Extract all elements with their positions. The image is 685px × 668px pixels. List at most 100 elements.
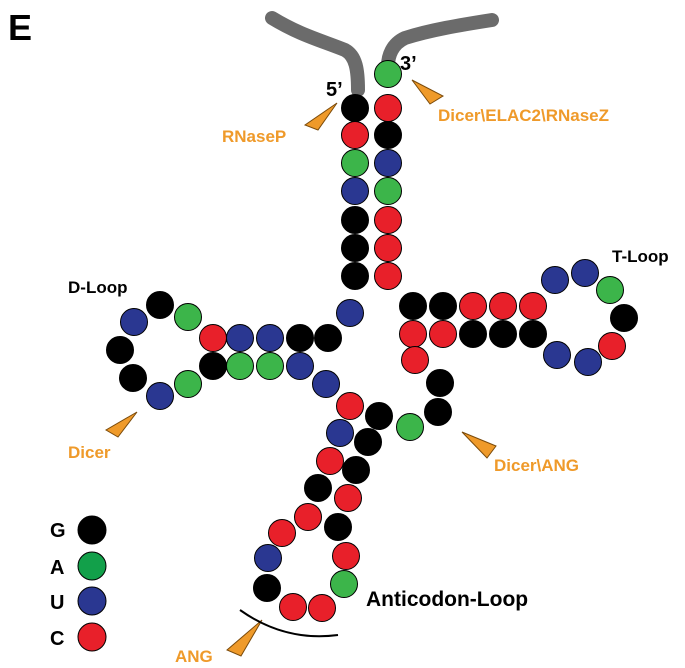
- dicer-elac2-rnasez-label: Dicer\ELAC2\RNaseZ: [438, 106, 609, 125]
- d-arm-nt: [119, 364, 147, 392]
- t-arm-nt: [429, 292, 457, 320]
- t-arm-nt: [429, 320, 457, 348]
- d-arm-nt: [286, 324, 314, 352]
- anticodon-arm-nt: [308, 594, 336, 622]
- legend-dot-a: [77, 551, 107, 581]
- d-arm-nt: [174, 370, 202, 398]
- t-arm-nt: [399, 292, 427, 320]
- acceptor-right-nt: [374, 149, 402, 177]
- dicer-label: Dicer: [68, 443, 111, 462]
- rnasep-label: RNaseP: [222, 127, 286, 146]
- anticodon-arm-nt: [316, 447, 344, 475]
- acceptor-left-nt: [341, 206, 369, 234]
- t-arm-nt: [541, 266, 569, 294]
- t-arm-nt: [598, 332, 626, 360]
- acceptor-right-nt: [374, 121, 402, 149]
- acceptor-right-nt: [374, 177, 402, 205]
- d-arm-nt: [226, 324, 254, 352]
- legend-letter-g: G: [50, 520, 66, 542]
- t-arm-nt: [574, 348, 602, 376]
- anticodon-arm-nt: [334, 484, 362, 512]
- acceptor-right-nt: [374, 94, 402, 122]
- acceptor-left-nt: [341, 149, 369, 177]
- anticodon-arm-nt: [365, 402, 393, 430]
- t-arm-nt: [571, 259, 599, 287]
- dicer-elac2-rnasez-arrow: [411, 79, 445, 105]
- anticodon-arm-nt: [330, 570, 358, 598]
- legend-letter-c: C: [50, 628, 64, 650]
- t-arm-nt: [401, 346, 429, 374]
- t-arm-nt: [489, 320, 517, 348]
- anticodon-arm-nt: [294, 503, 322, 531]
- ang-arrow: [226, 619, 263, 657]
- d-arm-nt: [146, 291, 174, 319]
- d-arm-nt: [146, 382, 174, 410]
- t-arm-nt: [543, 341, 571, 369]
- d-arm-nt: [174, 303, 202, 331]
- nucleotides: [106, 60, 638, 622]
- three-prime-arm: [381, 13, 499, 73]
- acceptor-left-nt: [341, 262, 369, 290]
- acceptor-left-nt: [341, 94, 369, 122]
- anticodon-arm-nt: [268, 519, 296, 547]
- d-arm-nt: [314, 324, 342, 352]
- legend-dot-g: [77, 515, 107, 545]
- acceptor-right-nt: [374, 234, 402, 262]
- five-prime-arm: [265, 11, 365, 97]
- t-arm-nt: [459, 292, 487, 320]
- acceptor-left-nt: [341, 234, 369, 262]
- d-arm-nt: [336, 299, 364, 327]
- acceptor-right-nt: [374, 262, 402, 290]
- anticodon-arm-nt: [253, 574, 281, 602]
- rnasep-arrow: [303, 102, 338, 131]
- d-arm-nt: [106, 336, 134, 364]
- dicer-ang-arrow: [461, 431, 497, 459]
- legend-dot-c: [77, 622, 107, 652]
- acceptor-left-nt: [341, 121, 369, 149]
- t-arm-nt: [519, 292, 547, 320]
- t-arm-nt: [489, 292, 517, 320]
- three-prime-label: 3’: [400, 53, 417, 75]
- t-arm-nt: [610, 304, 638, 332]
- d-arm-nt: [199, 324, 227, 352]
- anticodon-loop-label: Anticodon-Loop: [366, 588, 528, 611]
- t-arm-nt: [424, 398, 452, 426]
- anticodon-arm-nt: [254, 544, 282, 572]
- d-arm-nt: [226, 352, 254, 380]
- anticodon-arm-nt: [342, 456, 370, 484]
- anticodon-arm-nt: [354, 428, 382, 456]
- anticodon-arc: [239, 609, 339, 638]
- anticodon-arm-nt: [324, 513, 352, 541]
- t-arm-nt: [426, 369, 454, 397]
- panel-letter: E: [8, 7, 32, 48]
- anticodon-arm-nt: [279, 593, 307, 621]
- legend-dot-u: [77, 586, 107, 616]
- d-arm-nt: [312, 370, 340, 398]
- ang-label: ANG: [175, 647, 213, 666]
- anticodon-arm-nt: [332, 542, 360, 570]
- anticodon-arm-nt: [336, 392, 364, 420]
- acceptor-right-nt: [374, 206, 402, 234]
- t-loop-label: T-Loop: [612, 247, 669, 266]
- d-arm-nt: [120, 308, 148, 336]
- t-arm-nt: [519, 320, 547, 348]
- acceptor-left-nt: [341, 177, 369, 205]
- legend-letter-a: A: [50, 557, 64, 579]
- legend-letter-u: U: [50, 592, 64, 614]
- d-loop-label: D-Loop: [68, 278, 127, 297]
- t-arm-nt: [399, 320, 427, 348]
- d-arm-nt: [199, 352, 227, 380]
- d-arm-nt: [256, 324, 284, 352]
- dicer-arrow: [105, 411, 138, 438]
- d-arm-nt: [286, 352, 314, 380]
- anticodon-arm-nt: [326, 419, 354, 447]
- legend: [77, 515, 107, 652]
- anticodon-arm-nt: [304, 474, 332, 502]
- d-arm-nt: [256, 352, 284, 380]
- dicer-ang-label: Dicer\ANG: [494, 456, 579, 475]
- t-arm-nt: [596, 276, 624, 304]
- acceptor-right-nt: [374, 60, 402, 88]
- t-arm-nt: [459, 320, 487, 348]
